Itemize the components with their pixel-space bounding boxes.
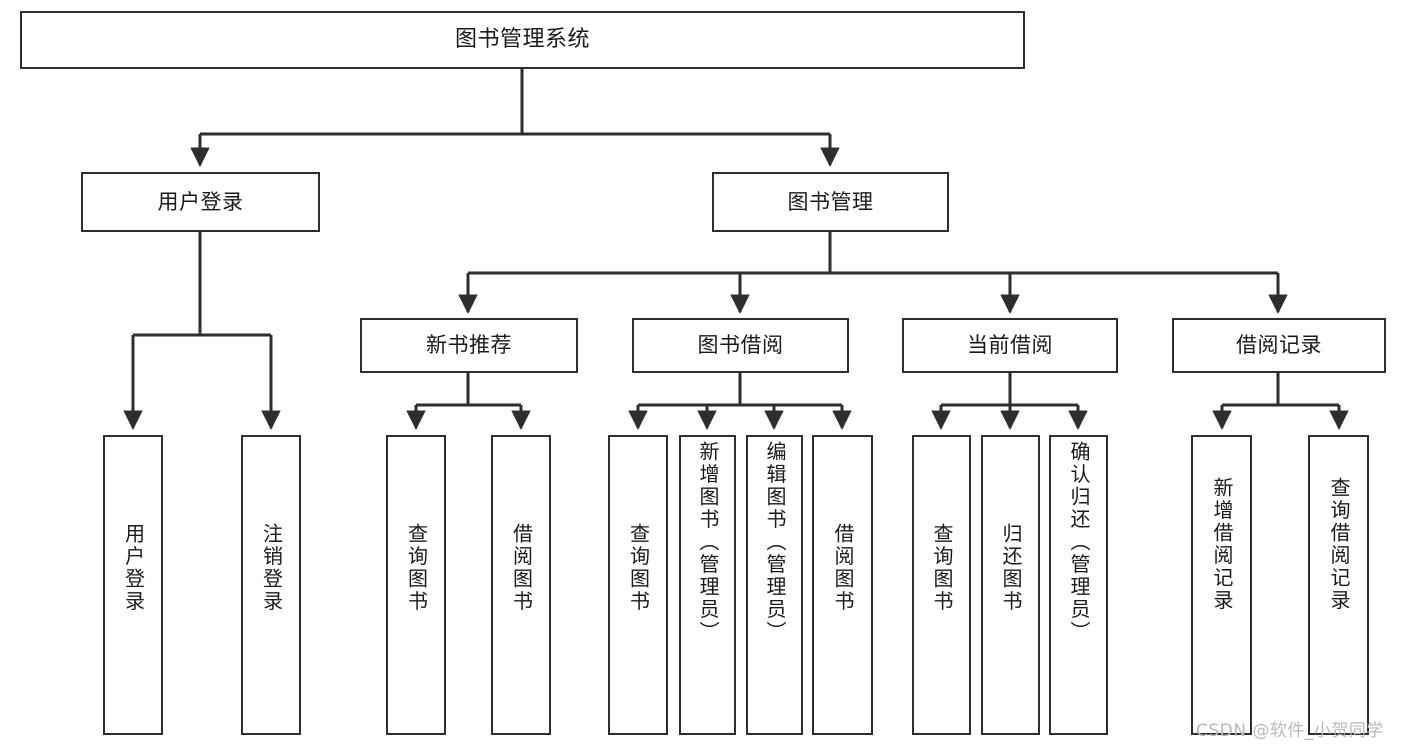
node-leaf-query-book-1-label: 查询图书 <box>404 523 429 613</box>
node-leaf-logout[interactable]: 注销登录 <box>241 435 301 735</box>
node-leaf-confirm-return[interactable]: 确认归还（管理员） <box>1049 435 1108 735</box>
node-user-login[interactable]: 用户登录 <box>81 172 320 232</box>
node-leaf-add-record[interactable]: 新增借阅记录 <box>1191 435 1252 735</box>
node-leaf-add-book-label: 新增图书（管理员） <box>696 441 720 644</box>
node-leaf-add-book[interactable]: 新增图书（管理员） <box>679 435 736 735</box>
node-leaf-user-login-label: 用户登录 <box>121 523 146 613</box>
node-book-borrow[interactable]: 图书借阅 <box>632 318 849 373</box>
node-leaf-borrow-book-1[interactable]: 借阅图书 <box>491 435 551 735</box>
node-leaf-confirm-return-label: 确认归还（管理员） <box>1067 441 1091 644</box>
node-leaf-query-book-3-label: 查询图书 <box>930 523 954 613</box>
node-leaf-query-book-2-label: 查询图书 <box>626 523 651 613</box>
csdn-watermark: CSDN @软件_小贺同学 <box>1196 721 1384 741</box>
node-leaf-query-book-1[interactable]: 查询图书 <box>386 435 446 735</box>
node-borrow-record-label: 借阅记录 <box>1236 333 1322 358</box>
node-root[interactable]: 图书管理系统 <box>20 11 1025 69</box>
node-book-borrow-label: 图书借阅 <box>697 333 784 358</box>
node-leaf-edit-book[interactable]: 编辑图书（管理员） <box>746 435 803 735</box>
node-leaf-query-record[interactable]: 查询借阅记录 <box>1308 435 1369 735</box>
node-current-borrow[interactable]: 当前借阅 <box>902 318 1118 373</box>
node-book-manage[interactable]: 图书管理 <box>712 172 949 232</box>
node-leaf-edit-book-label: 编辑图书（管理员） <box>763 441 787 644</box>
node-book-manage-label: 图书管理 <box>787 189 874 214</box>
node-leaf-query-record-label: 查询借阅记录 <box>1327 477 1351 612</box>
node-leaf-query-book-3[interactable]: 查询图书 <box>912 435 971 735</box>
node-leaf-query-book-2[interactable]: 查询图书 <box>608 435 668 735</box>
node-leaf-user-login[interactable]: 用户登录 <box>103 435 163 735</box>
node-new-book-recommend[interactable]: 新书推荐 <box>360 318 578 373</box>
node-leaf-add-record-label: 新增借阅记录 <box>1210 477 1234 612</box>
node-leaf-logout-label: 注销登录 <box>259 523 284 613</box>
node-new-book-recommend-label: 新书推荐 <box>426 333 512 358</box>
node-user-login-label: 用户登录 <box>157 189 244 214</box>
node-current-borrow-label: 当前借阅 <box>967 333 1053 358</box>
node-leaf-return-book[interactable]: 归还图书 <box>981 435 1040 735</box>
node-root-label: 图书管理系统 <box>454 27 590 53</box>
node-leaf-borrow-book-2[interactable]: 借阅图书 <box>812 435 873 735</box>
node-leaf-borrow-book-2-label: 借阅图书 <box>831 523 855 613</box>
node-leaf-borrow-book-1-label: 借阅图书 <box>509 523 534 613</box>
node-borrow-record[interactable]: 借阅记录 <box>1172 318 1386 373</box>
node-leaf-return-book-label: 归还图书 <box>999 523 1023 613</box>
